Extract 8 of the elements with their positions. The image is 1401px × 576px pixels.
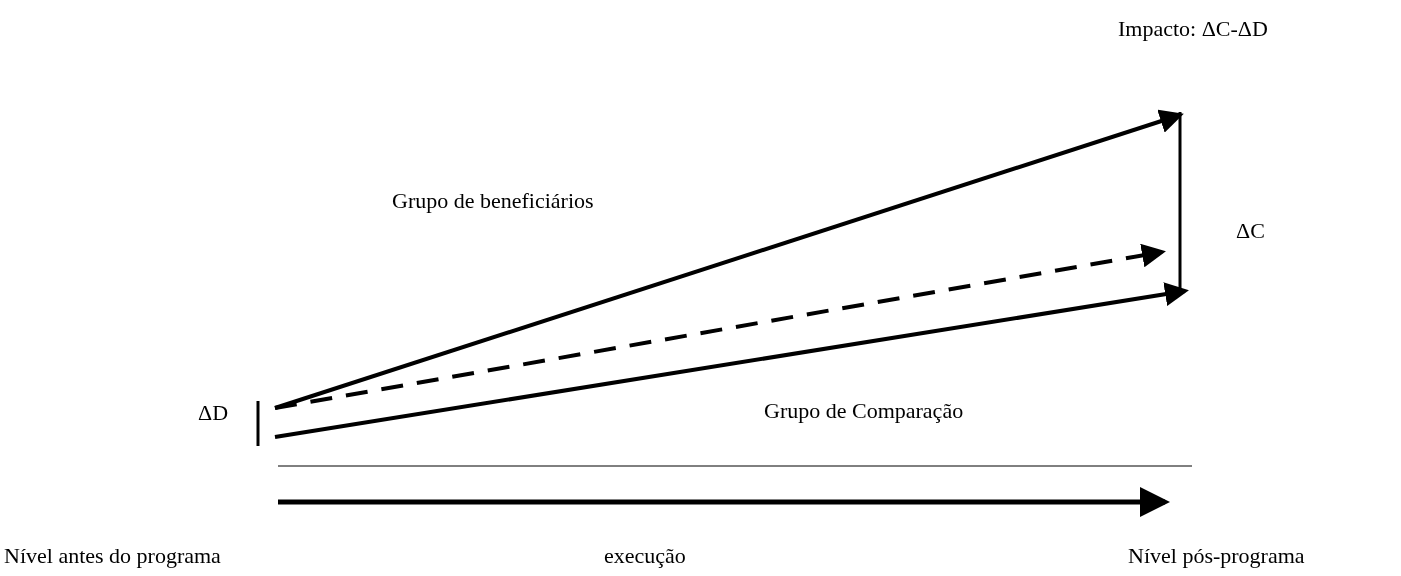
axis-label: execução: [604, 543, 686, 570]
axis-label: Nível antes do programa: [4, 543, 221, 570]
axis-label: Nível pós-programa: [1128, 543, 1305, 570]
series-label: Grupo de Comparação: [764, 398, 964, 425]
delta-label: ΔC: [1236, 218, 1265, 245]
impact-formula: Impacto: ΔC-ΔD: [1118, 16, 1268, 43]
series-label: Grupo de beneficiários: [392, 188, 594, 215]
delta-label: ΔD: [198, 400, 229, 427]
